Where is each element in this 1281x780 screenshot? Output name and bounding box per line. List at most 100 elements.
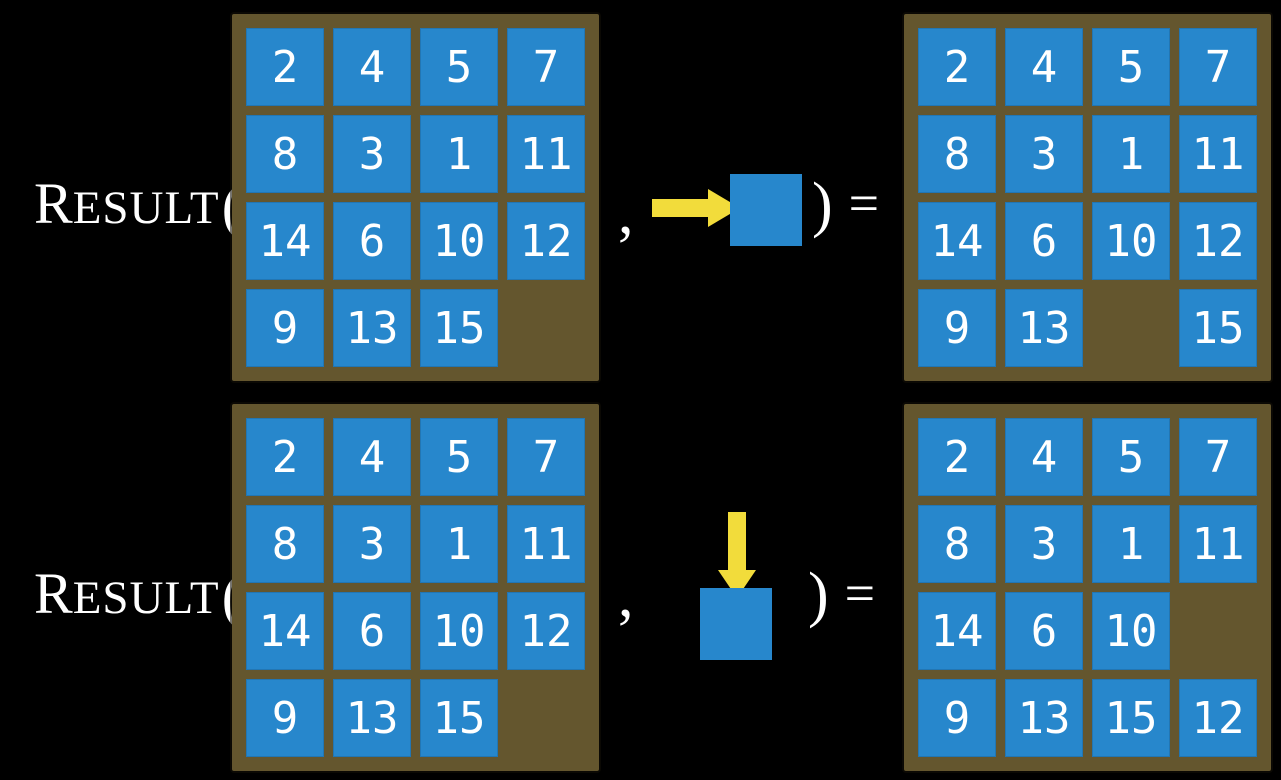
tile-number: 9 [943,302,971,354]
puzzle-tile-13: 13 [1005,289,1083,367]
tile-number: 10 [432,215,486,267]
tile-number: 10 [1104,215,1158,267]
blank-cell [507,289,585,367]
puzzle-tile-11: 11 [1179,505,1257,583]
puzzle-tile-15: 15 [1092,679,1170,757]
tile-number: 5 [1117,41,1145,93]
puzzle-tile-11: 11 [507,115,585,193]
tile-number: 3 [358,518,386,570]
action-blank-tile-right [730,174,802,246]
tile-number: 6 [1030,215,1058,267]
tile-number: 6 [358,605,386,657]
tile-number: 6 [1030,605,1058,657]
puzzle-tile-8: 8 [918,505,996,583]
puzzle-tile-7: 7 [1179,418,1257,496]
puzzle-tile-8: 8 [246,505,324,583]
puzzle-tile-1: 1 [1092,115,1170,193]
tile-number: 3 [358,128,386,180]
puzzle-tile-4: 4 [333,28,411,106]
blank-cell [1092,289,1170,367]
puzzle-tile-6: 6 [333,592,411,670]
tile-number: 7 [1204,431,1232,483]
puzzle-tile-15: 15 [420,679,498,757]
puzzle-tile-5: 5 [1092,28,1170,106]
tile-number: 12 [519,215,573,267]
puzzle-tile-2: 2 [918,418,996,496]
tile-number: 1 [1117,128,1145,180]
puzzle-tile-1: 1 [420,115,498,193]
tile-number: 2 [943,41,971,93]
puzzle-tile-11: 11 [507,505,585,583]
tile-number: 8 [271,128,299,180]
puzzle-tile-10: 10 [1092,592,1170,670]
puzzle-tile-12: 12 [1179,202,1257,280]
puzzle-tile-15: 15 [1179,289,1257,367]
result-label-lead: R [34,171,73,236]
puzzle-tile-8: 8 [246,115,324,193]
puzzle-tile-3: 3 [333,115,411,193]
puzzle-tile-2: 2 [918,28,996,106]
tile-number: 10 [1104,605,1158,657]
result-label-rest: ESULT [72,182,220,234]
puzzle-tile-2: 2 [246,28,324,106]
tile-number: 8 [271,518,299,570]
puzzle-tile-10: 10 [420,592,498,670]
puzzle-tile-14: 14 [246,202,324,280]
puzzle-tile-15: 15 [420,289,498,367]
puzzle-tile-13: 13 [1005,679,1083,757]
equals-sign: = [844,563,876,623]
puzzle-tile-6: 6 [1005,202,1083,280]
tile-number: 2 [271,41,299,93]
puzzle-tile-5: 5 [1092,418,1170,496]
puzzle-tile-9: 9 [918,289,996,367]
puzzle-tile-3: 3 [333,505,411,583]
comma-separator: , [618,179,634,247]
result-label-rest: ESULT [72,572,220,624]
puzzle-tile-11: 11 [1179,115,1257,193]
arrow-down-icon [718,512,756,598]
puzzle-tile-7: 7 [507,418,585,496]
tile-number: 15 [432,692,486,744]
puzzle-tile-14: 14 [918,592,996,670]
close-paren: ) [812,171,833,239]
puzzle-tile-14: 14 [918,202,996,280]
tile-number: 7 [532,41,560,93]
result-label-lead: R [34,561,73,626]
puzzle-tile-7: 7 [1179,28,1257,106]
close-paren: ) [808,561,829,629]
puzzle-tile-12: 12 [507,202,585,280]
puzzle-tile-4: 4 [1005,418,1083,496]
tile-number: 2 [943,431,971,483]
tile-number: 7 [1204,41,1232,93]
tile-number: 15 [432,302,486,354]
tile-number: 3 [1030,128,1058,180]
tile-number: 4 [358,431,386,483]
tile-number: 12 [1191,215,1245,267]
tile-number: 5 [445,431,473,483]
tile-number: 13 [1017,302,1071,354]
tile-number: 3 [1030,518,1058,570]
tile-number: 9 [271,692,299,744]
puzzle-tile-14: 14 [246,592,324,670]
tile-number: 4 [358,41,386,93]
tile-number: 1 [445,128,473,180]
tile-number: 13 [345,302,399,354]
tile-number: 7 [532,431,560,483]
puzzle-tile-1: 1 [1092,505,1170,583]
puzzle-tile-2: 2 [246,418,324,496]
tile-number: 1 [1117,518,1145,570]
tile-number: 9 [943,692,971,744]
puzzle-tile-13: 13 [333,289,411,367]
puzzle-tile-5: 5 [420,418,498,496]
puzzle-tile-9: 9 [246,289,324,367]
puzzle-tile-10: 10 [1092,202,1170,280]
blank-cell [507,679,585,757]
puzzle-tile-4: 4 [1005,28,1083,106]
tile-number: 8 [943,518,971,570]
tile-number: 9 [271,302,299,354]
tile-number: 14 [930,605,984,657]
tile-number: 4 [1030,431,1058,483]
